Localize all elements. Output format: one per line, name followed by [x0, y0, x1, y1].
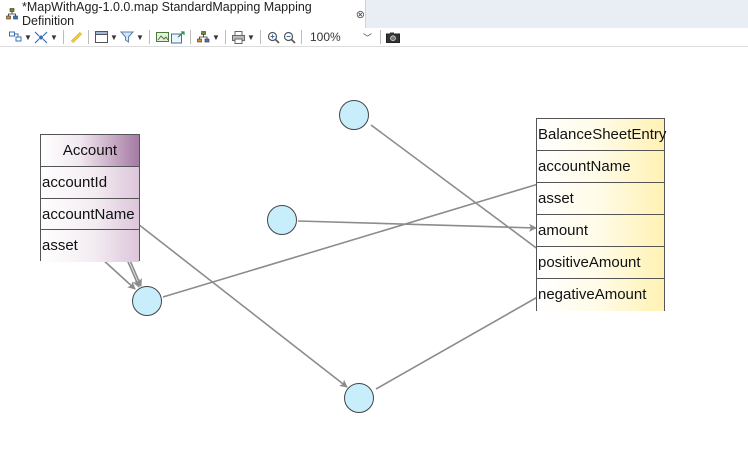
camera-icon[interactable] [386, 29, 400, 45]
print-icon[interactable] [231, 29, 245, 45]
function-node-top[interactable] [339, 100, 369, 130]
connector-asset-to-function[interactable] [100, 257, 136, 290]
toolbar-separator [63, 30, 64, 44]
filter-icon[interactable] [120, 29, 134, 45]
filter-dropdown-icon[interactable]: ▼ [136, 32, 144, 42]
toolbar-separator [225, 30, 226, 44]
export-image-icon[interactable] [155, 29, 169, 45]
editor-tab[interactable]: *MapWithAgg-1.0.0.map StandardMapping Ma… [0, 0, 366, 28]
toolbar-separator [380, 30, 381, 44]
mapping-file-icon [6, 8, 18, 20]
export-diagram-icon[interactable] [171, 29, 185, 45]
connector-function-to-accountname[interactable] [162, 180, 546, 298]
function-node-left[interactable] [132, 286, 162, 316]
layout-dropdown-icon[interactable]: ▼ [24, 32, 32, 42]
function-node-middle[interactable] [267, 205, 297, 235]
balancesheetentry-entity-header[interactable]: BalanceSheetEntry [537, 119, 666, 151]
bse-attribute-amount[interactable]: amount [537, 215, 664, 247]
layout-icon[interactable] [8, 29, 22, 45]
chevron-down-icon: ﹀ [362, 32, 372, 43]
balancesheetentry-entity[interactable]: BalanceSheetEntry accountName asset amou… [536, 118, 666, 311]
connector-function-to-amount[interactable] [297, 220, 537, 232]
account-attribute-accountid[interactable]: accountId [41, 167, 139, 199]
editor-tab-title: *MapWithAgg-1.0.0.map StandardMapping Ma… [22, 0, 312, 28]
window-dropdown-icon[interactable]: ▼ [110, 32, 118, 42]
toolbar-separator [260, 30, 261, 44]
auto-arrange-icon[interactable] [34, 29, 48, 45]
toolbar-separator [301, 30, 302, 44]
zoom-out-icon[interactable] [282, 29, 296, 45]
bse-attribute-positiveamount[interactable]: positiveAmount [537, 247, 664, 279]
account-entity[interactable]: Account accountId accountName asset [40, 134, 140, 262]
window-icon[interactable] [94, 29, 108, 45]
auto-arrange-dropdown-icon[interactable]: ▼ [50, 32, 58, 42]
hierarchy-icon[interactable] [196, 29, 210, 45]
zoom-in-icon[interactable] [266, 29, 280, 45]
hierarchy-dropdown-icon[interactable]: ▼ [212, 32, 220, 42]
editor-tab-bar: *MapWithAgg-1.0.0.map StandardMapping Ma… [0, 0, 748, 29]
bse-attribute-accountname[interactable]: accountName [537, 151, 664, 183]
connector-accountname-to-lower-function[interactable] [137, 223, 348, 388]
diagram-toolbar: ▼ ▼ ▼ ▼ ▼ ▼ 100% ﹀ [0, 28, 748, 47]
link-icon[interactable] [69, 29, 83, 45]
print-dropdown-icon[interactable]: ▼ [247, 32, 255, 42]
function-node-bottom[interactable] [344, 383, 374, 413]
bse-attribute-negativeamount[interactable]: negativeAmount [537, 279, 664, 311]
toolbar-separator [190, 30, 191, 44]
toolbar-separator [149, 30, 150, 44]
zoom-level-select[interactable]: 100% ﹀ [307, 29, 375, 45]
account-entity-header[interactable]: Account [41, 135, 139, 167]
account-attribute-asset[interactable]: asset [41, 230, 139, 262]
account-attribute-accountname[interactable]: accountName [41, 198, 139, 231]
toolbar-separator [88, 30, 89, 44]
zoom-level-value: 100% [310, 30, 341, 44]
bse-attribute-asset[interactable]: asset [537, 183, 664, 215]
close-tab-icon[interactable]: ⊗ [355, 8, 365, 21]
